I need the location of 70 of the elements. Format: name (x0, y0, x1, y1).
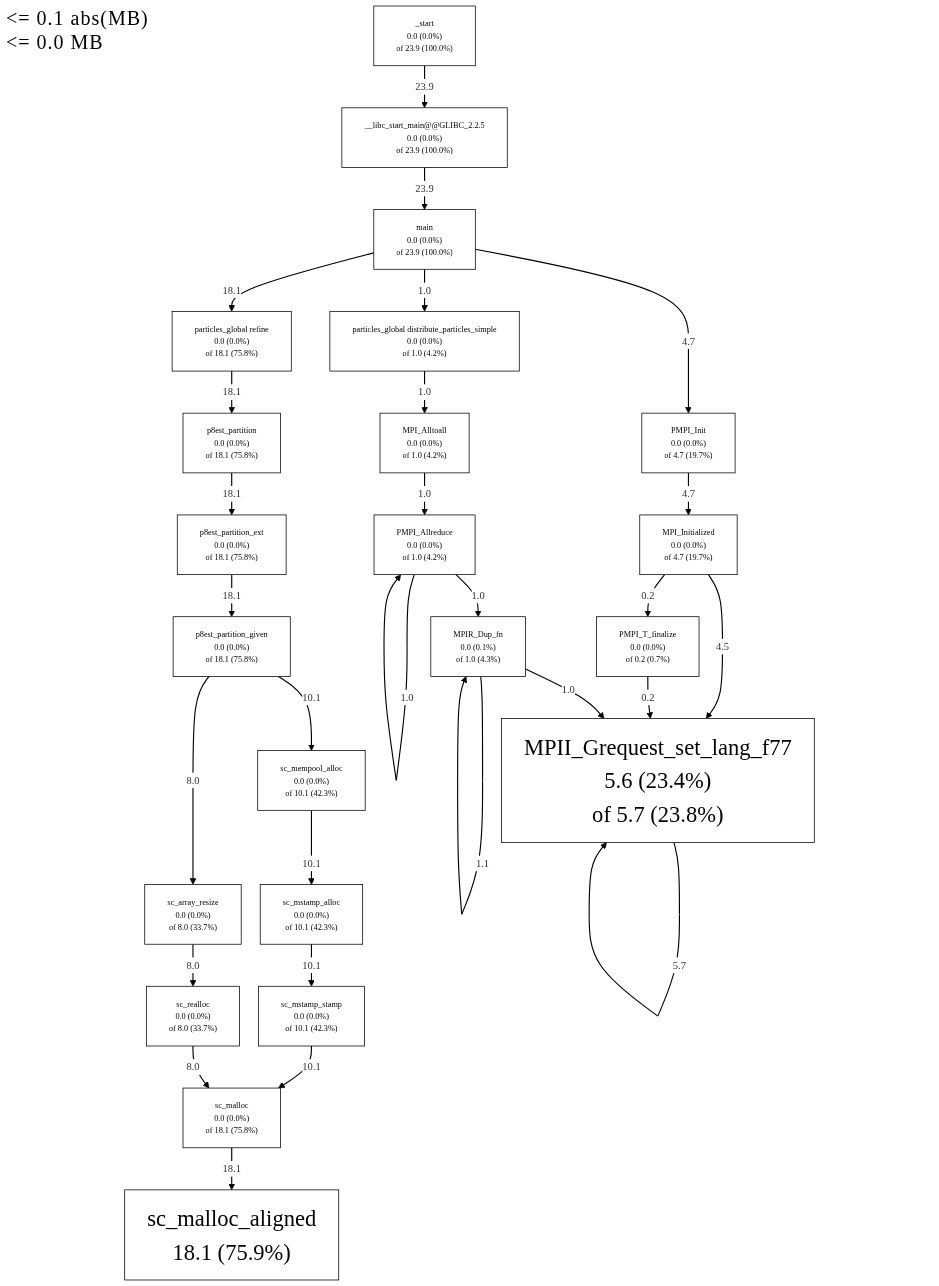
edge-label: 8.0 (186, 959, 200, 971)
arrow (421, 472, 428, 516)
edge-label: 18.1 (222, 386, 241, 398)
arrow (189, 943, 197, 987)
edge-label: 8.0 (186, 774, 200, 787)
edge-label: 18.1 (222, 284, 241, 296)
node-box: p8est_partition_ext 0.0 (0.0%) of 18.1 (75.8%) (176, 514, 287, 575)
edge-label: 23.9 (415, 81, 434, 93)
arrow (189, 675, 210, 885)
node-box: MPI_Initialized 0.0 (0.0%) of 4.7 (19.7%) (639, 514, 738, 575)
node-box: sc_mempool_alloc 0.0 (0.0%) of 10.1 (42.3%) (257, 750, 366, 811)
edge-label: 0.2 (641, 691, 655, 704)
threshold-note: <= 0.1 abs(MB) (6, 6, 149, 30)
arrow (474, 248, 692, 414)
node-box: PMPI_T_finalize 0.0 (0.0%) of 0.2 (0.7%) (596, 616, 700, 677)
edge-label: 1.0 (417, 284, 432, 296)
node-box: sc_realloc 0.0 (0.0%) of 8.0 (33.7%) (145, 985, 240, 1047)
edge-label: 18.1 (222, 1163, 241, 1175)
node-box: PMPI_Allreduce 0.0 (0.0%) of 1.0 (4.2%) (373, 514, 476, 575)
edge-label: 4.7 (681, 488, 696, 500)
edge-label: 10.1 (302, 691, 321, 704)
arrow (228, 252, 375, 312)
node-box: MPI_Alltoall 0.0 (0.0%) of 1.0 (4.2%) (379, 412, 470, 474)
edge-label: 1.0 (400, 691, 414, 704)
edge-label: 0.2 (641, 590, 655, 602)
node-box: sc_array_resize 0.0 (0.0%) of 8.0 (33.7%) (144, 884, 242, 945)
edge-label: 10.1 (302, 1061, 321, 1073)
edge-label: 1.0 (471, 590, 485, 602)
edge-label: 1.0 (417, 386, 432, 398)
arrow (421, 268, 428, 312)
edge-label: 23.9 (415, 182, 434, 195)
node-box: __libc_start_main@@GLIBC_2.2.5 0.0 (0.0%) of 23.9 (100.0%) (341, 107, 508, 168)
node-box: p8est_partition 0.0 (0.0%) of 18.1 (75.8%) (182, 412, 281, 474)
arrow (588, 841, 680, 1017)
arrow (192, 1045, 210, 1089)
edge-label: 8.0 (186, 1061, 200, 1073)
edge-label: 10.1 (302, 857, 321, 870)
arrow (383, 574, 415, 781)
edge-label: 1.0 (417, 488, 432, 500)
arrow (644, 574, 666, 617)
node-box: sc_mstamp_stamp 0.0 (0.0%) of 10.1 (42.3%) (258, 985, 365, 1047)
edge-label: 4.5 (715, 640, 730, 653)
node-box: sc_malloc_aligned 18.1 (75.9%) (124, 1189, 340, 1281)
arrow (685, 472, 692, 516)
edge-label: 5.7 (672, 959, 687, 971)
node-box: MPII_Grequest_set_lang_f77 5.6 (23.4%) of 5.7 (23.8%) (501, 718, 815, 843)
node-box: PMPI_Init 0.0 (0.0%) of 4.7 (19.7%) (641, 412, 736, 474)
arrow (421, 370, 428, 414)
arrow (455, 574, 482, 617)
arrow (524, 668, 605, 719)
threshold-note: <= 0.0 MB (6, 30, 105, 54)
arrow (646, 675, 653, 719)
edge-label: 1.0 (561, 683, 575, 695)
node-box: sc_malloc 0.0 (0.0%) of 18.1 (75.8%) (182, 1087, 281, 1149)
node-box: MPIR_Dup_fn 0.0 (0.1%) of 1.0 (4.3%) (430, 616, 526, 677)
edge-label: 4.7 (681, 335, 696, 347)
edge-label: 1.1 (475, 857, 490, 870)
arrow (705, 574, 724, 719)
node-box: particles_global refine 0.0 (0.0%) of 18.1 (75.8%) (171, 311, 292, 372)
arrow (278, 1045, 312, 1089)
node-box: main 0.0 (0.0%) of 23.9 (100.0%) (373, 209, 476, 270)
edge-label: 10.1 (302, 959, 321, 971)
edge-label: 18.1 (222, 590, 241, 602)
arrow (457, 675, 484, 915)
node-box: sc_mstamp_alloc 0.0 (0.0%) of 10.1 (42.3%) (259, 884, 364, 945)
node-box: _start 0.0 (0.0%) of 23.9 (100.0%) (373, 5, 476, 67)
node-box: p8est_partition_given 0.0 (0.0%) of 18.1 (75.8%) (172, 616, 291, 677)
arrow (277, 675, 315, 751)
node-box: particles_global distribute_particles_simple 0.0 (0.0%) of 1.0 (4.2%) (329, 311, 520, 372)
edge-label: 18.1 (222, 488, 241, 500)
